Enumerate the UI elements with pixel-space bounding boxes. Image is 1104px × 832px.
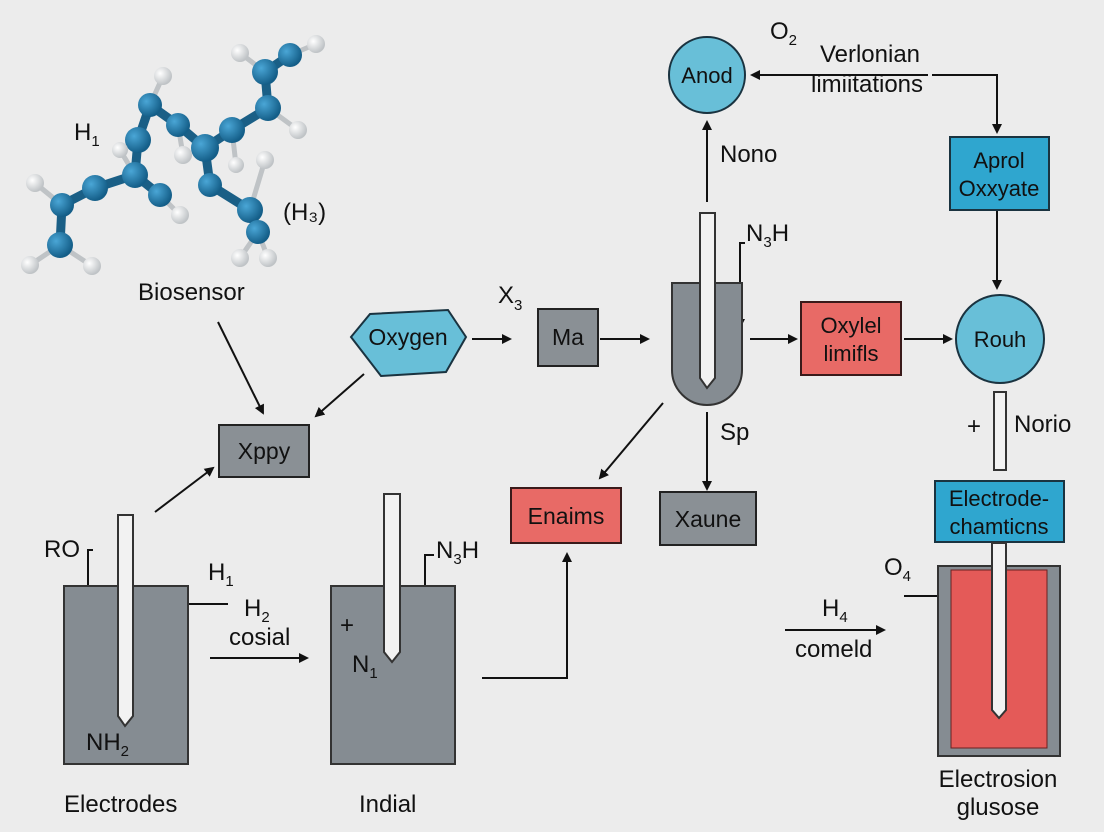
arrow-biosensor-to-xppy (217, 321, 264, 415)
electrosion-label-line2: glusose (957, 794, 1040, 821)
oxylel-label-line1: Oxylel (820, 313, 881, 338)
enaims-label: Enaims (528, 503, 605, 529)
arrow-indial-to-enaims (482, 552, 572, 679)
aprol-box (949, 136, 1050, 211)
right-connector-rod (993, 391, 1007, 471)
molecule-illustration (21, 35, 325, 275)
xppy-label: Xppy (238, 438, 291, 464)
o2-label: O2 (770, 18, 797, 49)
indial-rod (383, 493, 401, 664)
xppy-box (218, 424, 310, 478)
arrow-oxygen-to-xppy (314, 373, 365, 418)
oxylel-box (800, 301, 902, 376)
n3h-top-label: N3H (746, 220, 789, 251)
arrow-electrode-to-enaims (598, 402, 664, 480)
ma-box (537, 308, 599, 367)
nono-label: Nono (720, 141, 777, 168)
oxygen-label: Oxygen (368, 324, 447, 350)
verlonian-label-line1: Verlonian (820, 41, 920, 68)
plus-right-label: + (967, 413, 981, 440)
cosial-label: cosial (229, 624, 290, 651)
ro-label: RO (44, 536, 80, 563)
indial-label: Indial (359, 791, 416, 818)
plus-mid-label: + (340, 612, 354, 639)
molecule-h3-label: (H₃) (283, 199, 326, 226)
electrodes-label: Electrodes (64, 791, 177, 818)
comeld-label: comeld (795, 636, 872, 663)
sp-label: Sp (720, 419, 749, 446)
arrow-electrodes-to-xppy (154, 466, 215, 513)
norio-label: Norio (1014, 411, 1071, 438)
xaune-label: Xaune (675, 506, 742, 532)
o4-label: O4 (884, 554, 911, 585)
central-electrode-rod (699, 212, 716, 390)
nh2-label: NH2 (86, 729, 129, 760)
glucose-cell-electrode (991, 542, 1007, 720)
arrow-limitations-to-aprol (932, 74, 1002, 134)
biosensor-label: Biosensor (138, 279, 245, 306)
electrosion-label-line1: Electrosion (939, 766, 1058, 793)
molecule-h1-label: H1 (74, 119, 100, 150)
anod-node (668, 36, 746, 114)
xaune-box (659, 491, 757, 546)
electrodes-rod (117, 514, 134, 728)
rouh-label: Rouh (974, 327, 1027, 352)
aprol-label-line2: Oxxyate (959, 176, 1040, 201)
rouh-node (955, 294, 1045, 384)
electrode-chamticns-line1: Electrode- (949, 486, 1049, 511)
ma-label: Ma (552, 324, 584, 350)
aprol-label-line1: Aprol (973, 148, 1024, 173)
electrode-chamticns-line2: chamticns (949, 514, 1048, 539)
n1-label: N1 (352, 651, 378, 682)
n3h-mid-label: N3H (436, 537, 479, 568)
oxygen-node (349, 308, 468, 378)
h4-label: H4 (822, 595, 848, 626)
oxylel-label-line2: limifls (824, 341, 879, 366)
anod-label: Anod (681, 63, 732, 88)
x3-label: X3 (498, 282, 522, 314)
h1-left-label: H1 (208, 559, 234, 590)
connector-arrows (83, 70, 1002, 722)
verlonian-label-line2: limiitations (811, 71, 923, 98)
h2-label: H2 (244, 595, 270, 626)
enaims-box (510, 487, 622, 544)
